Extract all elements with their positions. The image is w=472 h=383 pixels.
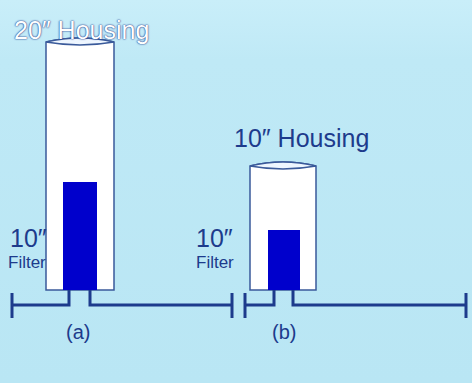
- filter-size-label: 10″: [10, 226, 47, 251]
- housing-20in: [46, 38, 114, 290]
- filter-cartridge: [268, 230, 300, 290]
- filter-label: Filter: [196, 254, 234, 271]
- housing-size-label: 10″ Housing: [234, 126, 369, 151]
- pipe: [12, 290, 232, 318]
- housing-cap: [250, 162, 316, 169]
- housing-size-label: 20″ Housing: [14, 18, 149, 43]
- filter-label: Filter: [8, 254, 46, 271]
- filter-size-label: 10″: [196, 226, 233, 251]
- pipe: [245, 290, 466, 318]
- housing-10in: [250, 162, 316, 290]
- filter-cartridge: [63, 182, 97, 290]
- figure-label: (b): [272, 322, 296, 342]
- figure-label: (a): [66, 322, 90, 342]
